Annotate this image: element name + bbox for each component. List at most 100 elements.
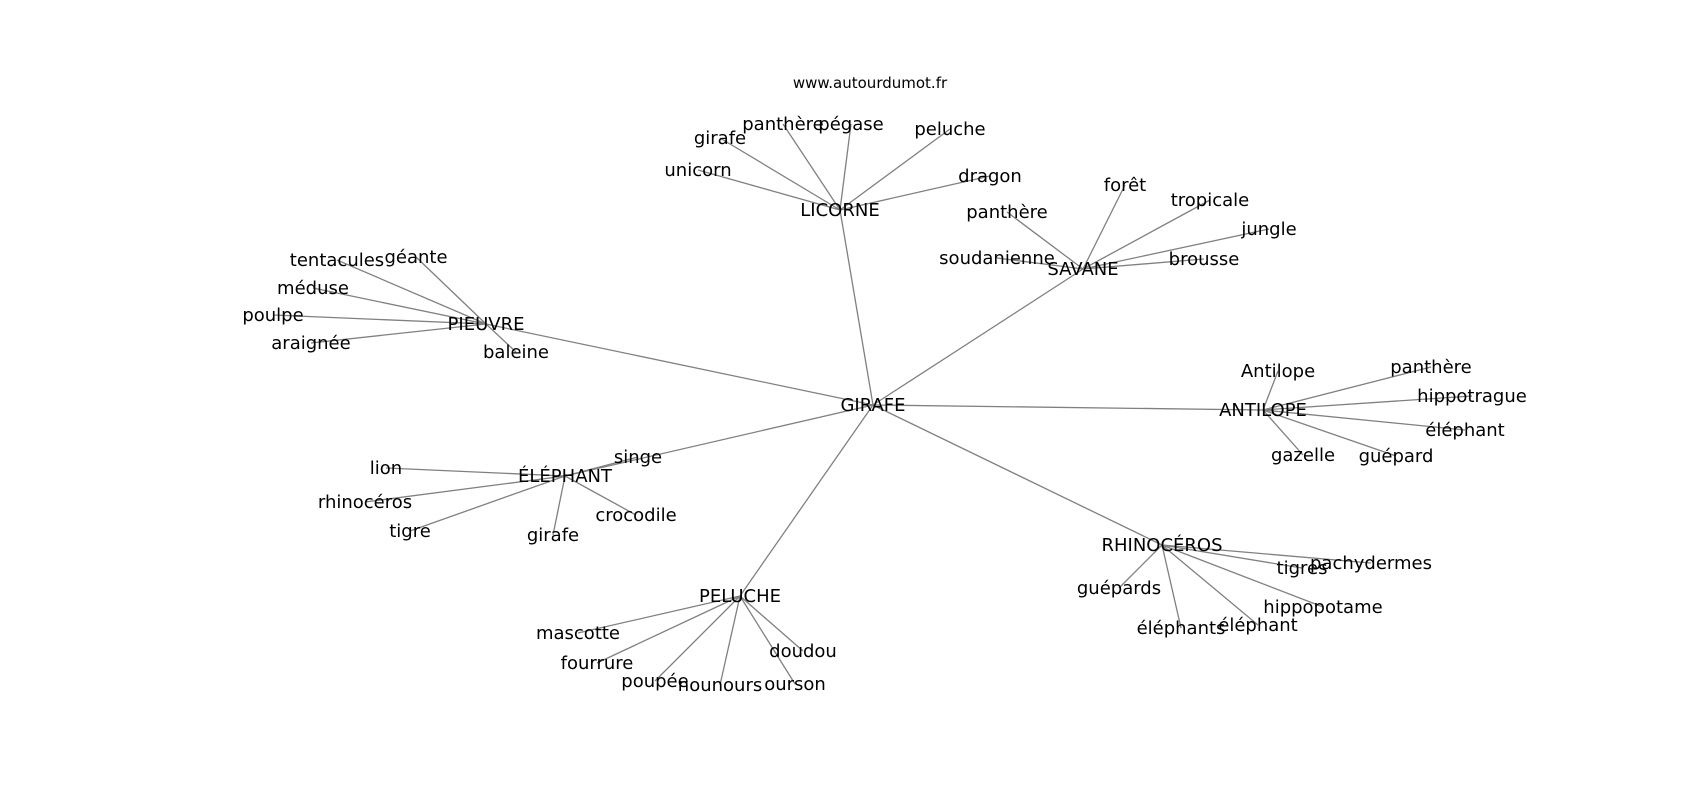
- edge-elephant-girafe: [552, 475, 566, 536]
- edge-licorne-girafe: [719, 137, 841, 211]
- word-node-rhinoceros-tigres[interactable]: tigres: [1277, 558, 1328, 579]
- edge-rhinoceros-guepards: [1118, 544, 1163, 589]
- word-node-licorne-panthere[interactable]: panthère: [742, 114, 823, 135]
- center-node-girafe[interactable]: GIRAFE: [840, 395, 905, 416]
- edge-rhinoceros-elephants: [1161, 544, 1182, 629]
- site-url-label[interactable]: www.autourdumot.fr: [793, 74, 948, 92]
- edge-girafe-licorne: [839, 209, 874, 406]
- word-node-elephant-tigre[interactable]: tigre: [389, 521, 431, 542]
- word-node-pieuvre-geante[interactable]: géante: [384, 247, 447, 268]
- word-node-licorne-peluche[interactable]: peluche: [914, 119, 985, 140]
- word-node-rhinoceros-elephant[interactable]: éléphant: [1218, 615, 1297, 636]
- word-node-rhinoceros-hippopotame[interactable]: hippopotame: [1263, 597, 1382, 618]
- word-node-elephant-crocodile[interactable]: crocodile: [595, 505, 676, 526]
- edge-savane-panthere: [1006, 211, 1084, 270]
- word-node-peluche-fourrure[interactable]: fourrure: [561, 653, 634, 674]
- edge-antilope-antilope: [1262, 370, 1279, 411]
- word-node-antilope-guepard[interactable]: guépard: [1359, 446, 1434, 467]
- word-node-savane-panthere[interactable]: panthère: [966, 202, 1047, 223]
- edge-peluche-mascotte: [577, 595, 741, 634]
- word-node-licorne-pegase[interactable]: pégase: [818, 114, 883, 135]
- word-node-antilope-panthere[interactable]: panthère: [1390, 357, 1471, 378]
- cluster-node-licorne[interactable]: LICORNE: [800, 200, 879, 221]
- word-node-pieuvre-baleine[interactable]: baleine: [483, 342, 549, 363]
- word-node-antilope-hippotrague[interactable]: hippotrague: [1417, 386, 1527, 407]
- edge-rhinoceros-hippopotame: [1161, 544, 1324, 608]
- edge-licorne-panthere: [782, 123, 841, 211]
- word-node-elephant-rhinoceros[interactable]: rhinocéros: [318, 492, 412, 513]
- edge-peluche-poupee: [654, 595, 741, 682]
- word-node-licorne-unicorn[interactable]: unicorn: [664, 160, 731, 181]
- edge-pieuvre-geante: [415, 256, 487, 325]
- word-node-savane-soudanienne[interactable]: soudanienne: [939, 248, 1055, 269]
- word-node-pieuvre-tentacules[interactable]: tentacules: [290, 250, 384, 271]
- edge-peluche-ourson: [739, 595, 796, 685]
- edge-girafe-pieuvre: [485, 323, 874, 406]
- edge-girafe-antilope: [872, 404, 1264, 411]
- word-node-savane-jungle[interactable]: jungle: [1240, 219, 1296, 240]
- cluster-node-rhinoceros[interactable]: RHINOCÉROS: [1101, 534, 1222, 556]
- word-node-pieuvre-meduse[interactable]: méduse: [277, 278, 349, 299]
- edge-antilope-hippotrague: [1262, 395, 1473, 411]
- edge-rhinoceros-pachydermes: [1161, 544, 1372, 564]
- word-node-rhinoceros-elephants[interactable]: éléphants: [1137, 618, 1226, 639]
- word-node-savane-foret[interactable]: forêt: [1104, 175, 1147, 196]
- word-node-antilope-gazelle[interactable]: gazelle: [1271, 445, 1335, 466]
- edge-savane-soudanienne: [996, 257, 1084, 270]
- edge-elephant-rhinoceros: [364, 475, 566, 503]
- edge-pieuvre-baleine: [485, 323, 517, 353]
- word-node-savane-tropicale[interactable]: tropicale: [1171, 190, 1250, 211]
- edge-antilope-gazelle: [1262, 409, 1304, 456]
- word-node-elephant-lion[interactable]: lion: [370, 458, 402, 479]
- edge-pieuvre-tentacules: [336, 259, 487, 325]
- word-node-peluche-poupee[interactable]: poupée: [621, 671, 688, 692]
- edge-pieuvre-poulpe: [272, 314, 487, 325]
- edge-antilope-guepard: [1262, 409, 1397, 457]
- cluster-node-savane[interactable]: SAVANE: [1047, 259, 1118, 280]
- edge-pieuvre-araignee: [310, 323, 487, 344]
- edge-licorne-dragon: [839, 175, 991, 211]
- edge-pieuvre-meduse: [312, 287, 487, 325]
- edge-antilope-elephant: [1262, 409, 1466, 431]
- edge-rhinoceros-elephant: [1161, 544, 1259, 626]
- word-node-licorne-girafe[interactable]: girafe: [694, 128, 746, 149]
- cluster-node-pieuvre[interactable]: PIEUVRE: [448, 314, 525, 335]
- cluster-node-elephant[interactable]: ÉLÉPHANT: [518, 465, 613, 487]
- word-node-elephant-girafe[interactable]: girafe: [527, 525, 579, 546]
- edge-savane-brousse: [1082, 258, 1205, 270]
- edge-peluche-nounours: [719, 595, 741, 686]
- edge-girafe-peluche: [739, 404, 874, 597]
- edge-peluche-doudou: [739, 595, 804, 652]
- word-node-elephant-singe[interactable]: singe: [614, 447, 662, 468]
- edge-girafe-savane: [872, 268, 1084, 406]
- edge-licorne-peluche: [839, 128, 951, 211]
- word-node-peluche-mascotte[interactable]: mascotte: [536, 623, 620, 644]
- edge-licorne-unicorn: [697, 169, 841, 211]
- word-node-pieuvre-araignee[interactable]: araignée: [271, 333, 350, 354]
- cluster-node-antilope[interactable]: ANTILOPE: [1219, 400, 1307, 421]
- edge-girafe-rhinoceros: [872, 404, 1163, 546]
- edge-girafe-elephant: [564, 404, 874, 477]
- word-node-peluche-doudou[interactable]: doudou: [769, 641, 837, 662]
- word-node-peluche-nounours[interactable]: nounours: [678, 675, 762, 696]
- word-node-rhinoceros-guepards[interactable]: guépards: [1077, 578, 1161, 599]
- edge-antilope-panthere: [1262, 366, 1432, 411]
- edge-peluche-fourrure: [596, 595, 741, 664]
- word-node-peluche-ourson[interactable]: ourson: [764, 674, 826, 695]
- edge-savane-tropicale: [1082, 199, 1211, 270]
- word-node-antilope-antilope[interactable]: Antilope: [1241, 361, 1315, 382]
- edges-layer: [272, 123, 1473, 686]
- cluster-node-peluche[interactable]: PELUCHE: [699, 586, 781, 607]
- word-node-licorne-dragon[interactable]: dragon: [958, 166, 1022, 187]
- edge-elephant-tigre: [409, 475, 566, 532]
- word-node-rhinoceros-pachydermes[interactable]: pachydermes: [1310, 553, 1432, 574]
- word-node-pieuvre-poulpe[interactable]: poulpe: [242, 305, 303, 326]
- edge-elephant-lion: [385, 467, 566, 477]
- edge-rhinoceros-tigres: [1161, 544, 1303, 569]
- word-node-antilope-elephant[interactable]: éléphant: [1425, 420, 1504, 441]
- edge-elephant-singe: [564, 456, 639, 477]
- word-node-savane-brousse[interactable]: brousse: [1169, 249, 1240, 270]
